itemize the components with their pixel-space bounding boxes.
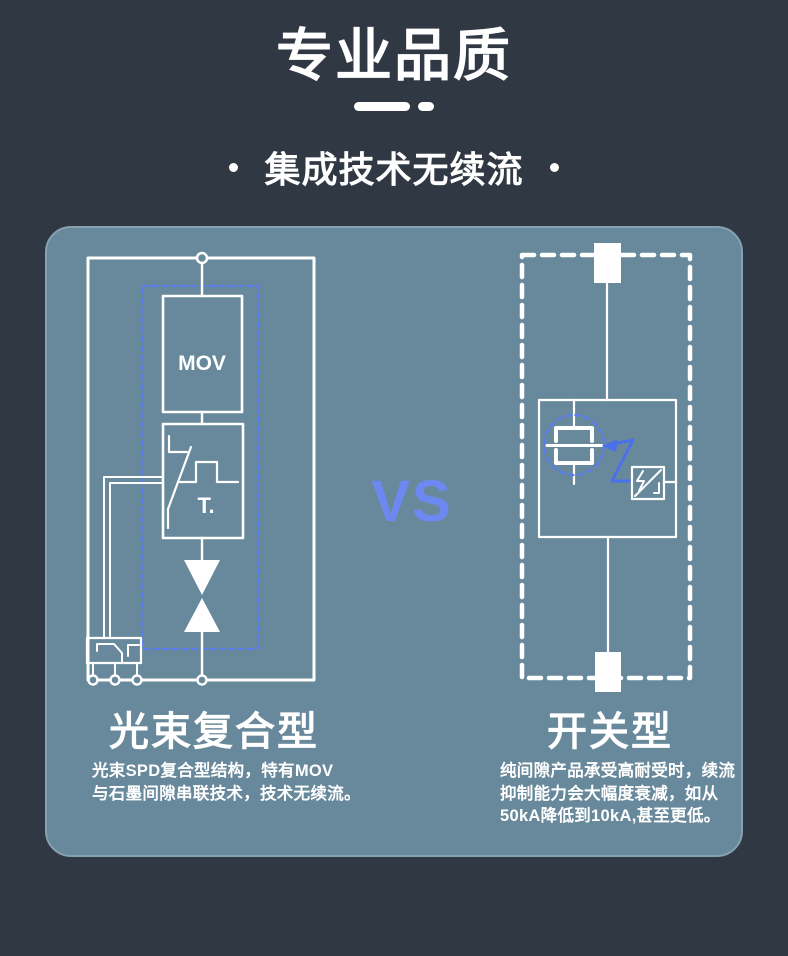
subtitle-text: 集成技术无续流 (264, 149, 524, 190)
description-line: 光束SPD复合型结构，特有MOV (92, 762, 334, 780)
diagonal-stroke (634, 469, 662, 497)
highlight-dashed-circle (542, 413, 606, 477)
right-column-description: 纯间隙产品承受高耐受时，续流 抑制能力会大幅度衰减，如从 50kA降低到10kA… (500, 760, 735, 828)
terminal-node (87, 674, 99, 686)
corner-mark (653, 482, 660, 494)
disconnector-blade (166, 445, 193, 530)
trigger-pulse-symbol (178, 460, 240, 484)
discharge-arrow-icon (602, 438, 635, 483)
surge-counter-icon (630, 465, 678, 501)
graphite-gap-triangle-up (184, 598, 220, 632)
switch-spd-diagram (519, 243, 693, 692)
bullet-dot-right (549, 162, 559, 172)
monitor-contact-symbol-2 (127, 644, 140, 657)
description-line: 与石墨间隙串联技术，技术无续流。 (92, 784, 361, 803)
long-dash-decoration (354, 102, 410, 111)
mov-label: MOV (178, 352, 226, 375)
title-underline-decoration (0, 102, 788, 111)
device-box (537, 398, 678, 539)
left-column-title: 光束复合型 (109, 710, 319, 754)
terminal-node (109, 674, 121, 686)
monitor-contact-box (85, 636, 143, 665)
spark-gap-icon (542, 398, 606, 486)
bottom-terminal-block (595, 652, 621, 692)
short-dash-decoration (418, 102, 434, 111)
comparison-panel (45, 226, 743, 857)
double-wire-outer (103, 476, 164, 639)
bullet-dot-left (229, 162, 239, 172)
spark-gap-electrode-bottom (554, 448, 594, 465)
monitor-contact-symbol (96, 643, 123, 664)
graphite-gap-triangle-down (184, 560, 220, 595)
trigger-label: T. (197, 493, 214, 518)
description-line: 50kA降低到10kA,甚至更低。 (500, 807, 721, 825)
arrowhead (602, 439, 618, 452)
page-title: 专业品质 (276, 24, 512, 88)
lightning-icon (636, 470, 645, 492)
terminal-node (196, 674, 208, 686)
composite-spd-diagram: MOV T. (85, 251, 316, 686)
description-line: 抑制能力会大幅度衰减，如从 (500, 784, 719, 803)
spark-gap-electrode-top (554, 426, 594, 443)
double-wire-inner (109, 482, 164, 637)
left-column-description: 光束SPD复合型结构，特有MOV 与石墨间隙串联技术，技术无续流。 (92, 760, 361, 805)
subtitle: 集成技术无续流 (0, 141, 788, 193)
right-column-title: 开关型 (547, 710, 673, 754)
disconnector-contact (167, 434, 189, 454)
terminal-node (131, 674, 143, 686)
zigzag-arrow-line (610, 438, 635, 483)
vs-label: VS (371, 469, 453, 534)
top-terminal-node (195, 251, 209, 265)
description-line: 纯间隙产品承受高耐受时，续流 (500, 762, 736, 780)
top-terminal-block (594, 243, 621, 283)
